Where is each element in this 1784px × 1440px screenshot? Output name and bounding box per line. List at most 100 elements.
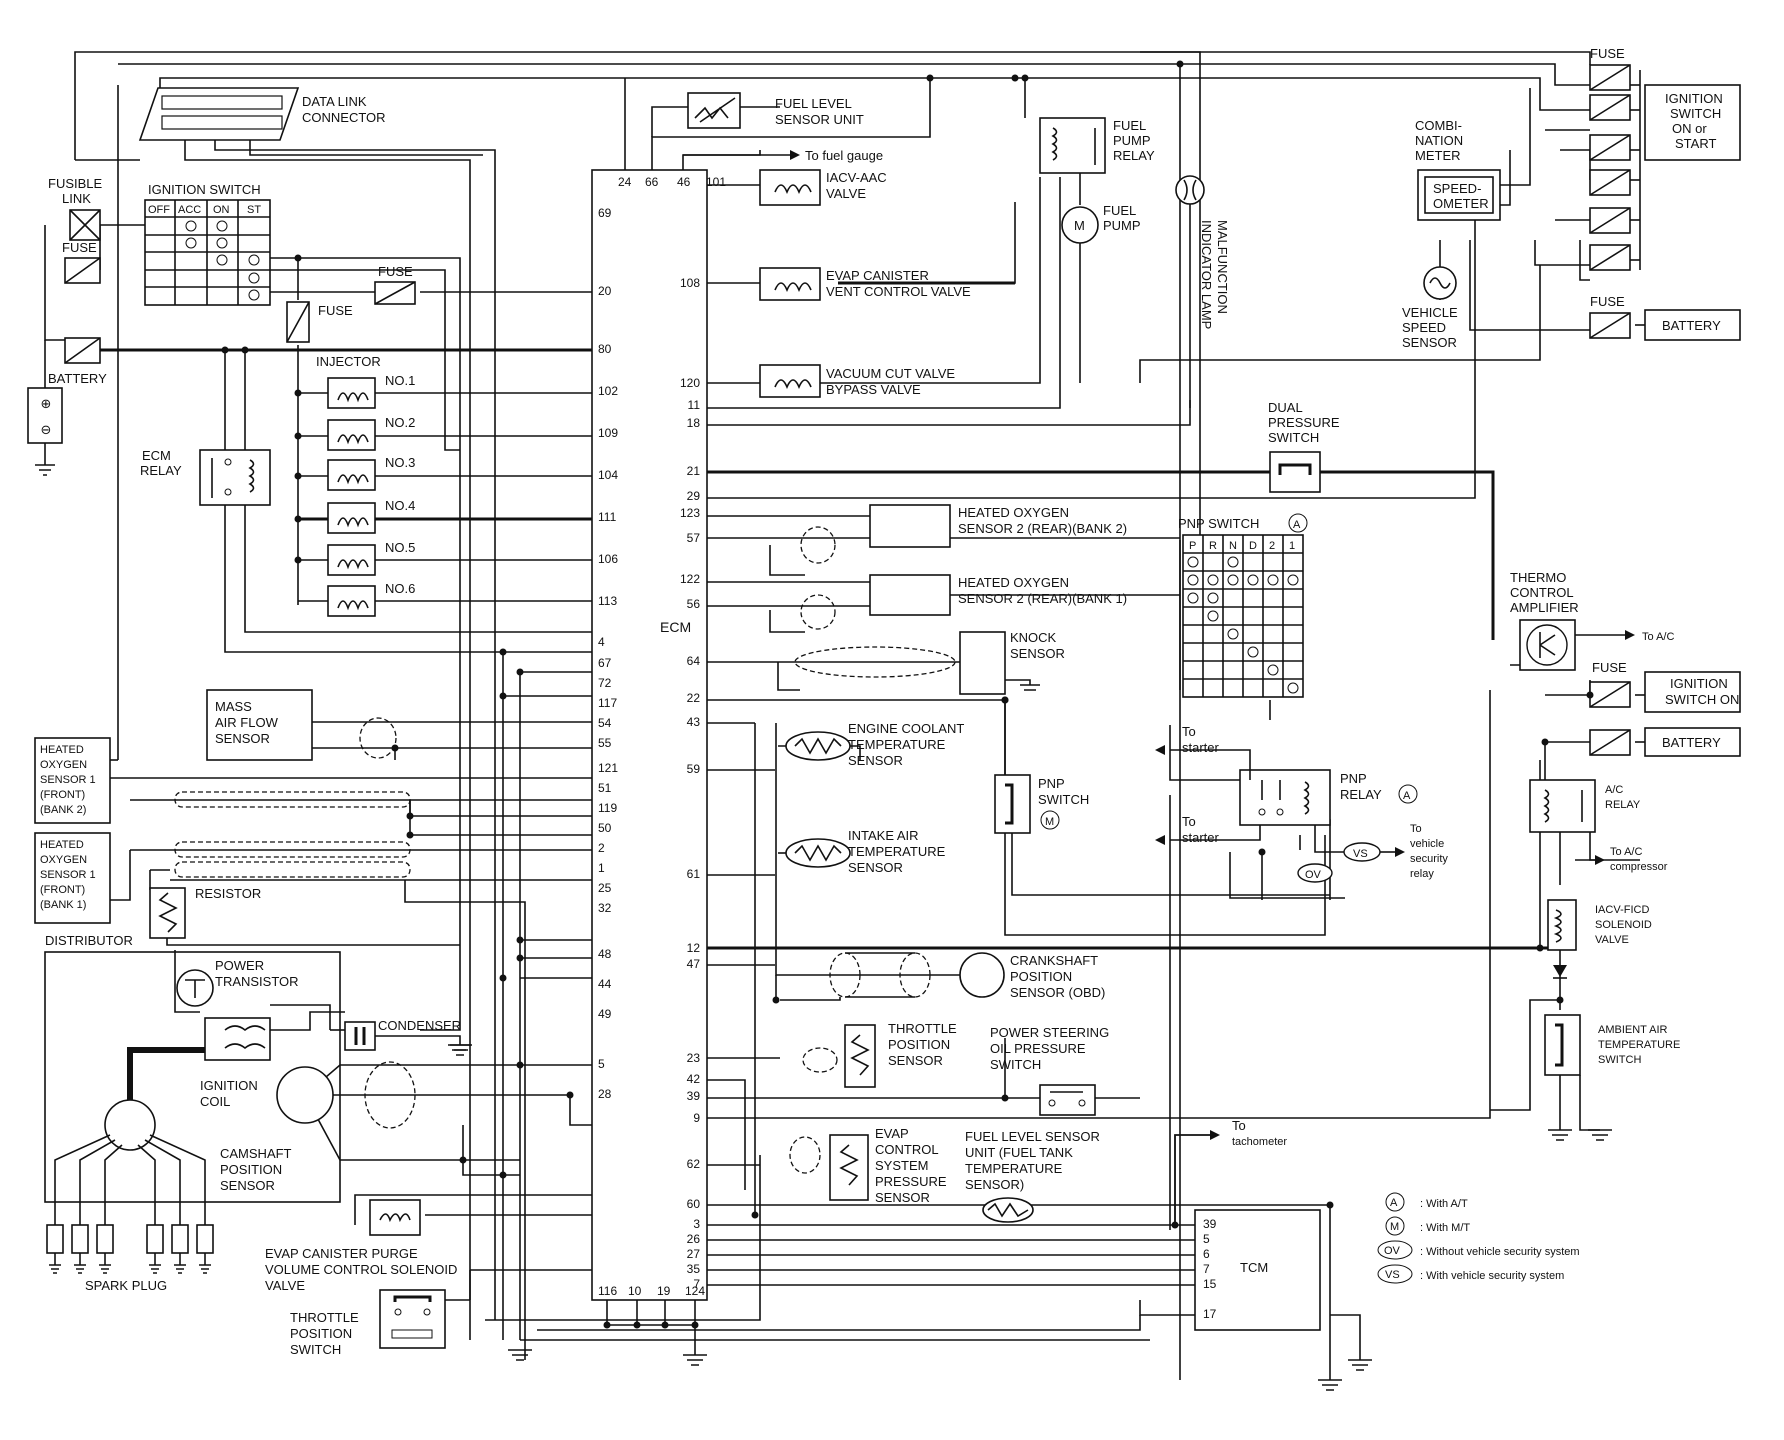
- power-transistor-l2: TRANSISTOR: [215, 974, 299, 989]
- ecm-pin-right-10: 64: [687, 654, 701, 668]
- pump-motor-icon: M: [1074, 218, 1085, 233]
- right-fuse-battery-label: FUSE: [1590, 294, 1625, 309]
- fuse-main-label: FUSE: [62, 240, 97, 255]
- ect-l1: ENGINE COOLANT: [848, 721, 964, 736]
- ign-on-l1: IGNITION: [1670, 676, 1728, 691]
- ecm-box: ECM: [591, 169, 708, 1301]
- ho2s1-bank2-l5: (BANK 2): [40, 804, 86, 816]
- tcm-pin-5: 17: [1203, 1307, 1217, 1321]
- ecm-pin-right-25: 27: [687, 1247, 701, 1261]
- tcm-pin-0: 39: [1203, 1217, 1217, 1231]
- dual-l3: SWITCH: [1268, 430, 1319, 445]
- ground-icon-1: [683, 1354, 707, 1366]
- iacv-ficd-valve: IACV-FICD SOLENOID VALVE: [1547, 899, 1652, 979]
- ho2s1-bank1: HEATED OXYGEN SENSOR 1 (FRONT) (BANK 1): [34, 832, 411, 924]
- to-security-l3: security: [1410, 853, 1448, 865]
- to-fuel-gauge-label: To fuel gauge: [805, 148, 883, 163]
- ecm-pin-right-27: 7: [693, 1277, 700, 1291]
- legend-row-m: M : With M/T: [1385, 1216, 1470, 1236]
- ho2s2-bank2: HEATED OXYGEN SENSOR 2 (REAR)(BANK 2): [800, 504, 1180, 564]
- throttle-switch-l1: THROTTLE: [290, 1310, 359, 1325]
- dual-pressure-switch: DUAL PRESSURE SWITCH: [1268, 400, 1340, 493]
- ecm-pins-left: 6920801021091041111061134677211754551215…: [598, 206, 618, 1101]
- ecm-pin-left-1: 20: [598, 284, 612, 298]
- pnp-col-1: R: [1209, 540, 1217, 552]
- iat-l2: TEMPERATURE: [848, 844, 946, 859]
- ign-pos-st: ST: [247, 204, 261, 216]
- tcm-label: TCM: [1240, 1260, 1268, 1275]
- legend-sym-m: M: [1390, 1221, 1399, 1233]
- pnp-col-5: 1: [1289, 540, 1295, 552]
- speedometer-l1: SPEED-: [1433, 181, 1481, 196]
- ho2s2-bank2-l2: SENSOR 2 (REAR)(BANK 2): [958, 521, 1127, 536]
- ho2s1-bank2-l3: SENSOR 1: [40, 774, 96, 786]
- ho2s1-bank2-l2: OXYGEN: [40, 759, 87, 771]
- ecm-pin-left-13: 54: [598, 716, 612, 730]
- ground-icon-3: [1348, 1359, 1372, 1371]
- evap-purge-l1: EVAP CANISTER PURGE: [265, 1246, 418, 1261]
- to-tacho-l1: To: [1232, 1118, 1246, 1133]
- ho2s1-bank2-l1: HEATED: [40, 744, 84, 756]
- distributor-label: DISTRIBUTOR: [45, 933, 133, 948]
- mil-l2: INDICATOR LAMP: [1199, 220, 1214, 329]
- fuel-pump-l2: PUMP: [1103, 218, 1141, 233]
- fusible-link-label-2: LINK: [62, 191, 91, 206]
- fusible-link: FUSIBLE LINK: [48, 176, 103, 241]
- battery-left: ⊕ ⊖ BATTERY: [27, 371, 107, 476]
- crank-l1: CRANKSHAFT: [1010, 953, 1098, 968]
- fuel-tank-l2: UNIT (FUEL TANK: [965, 1145, 1073, 1160]
- battery-plus-icon: ⊕: [41, 396, 52, 411]
- to-fuel-gauge: To fuel gauge: [683, 148, 883, 163]
- ecm-pin-right-17: 23: [687, 1051, 701, 1065]
- combi-l1: COMBI-: [1415, 118, 1462, 133]
- thermo-amplifier: THERMO CONTROL AMPLIFIER To A/C: [1510, 570, 1674, 671]
- maf-label-1: MASS: [215, 699, 252, 714]
- legend-row-a: A : With A/T: [1385, 1192, 1468, 1212]
- ecm-pin-left-23: 48: [598, 947, 612, 961]
- ecm-pin-left-7: 106: [598, 552, 618, 566]
- ecm-pin-left-16: 51: [598, 781, 612, 795]
- fuse-ign-label: FUSE: [1592, 660, 1627, 675]
- injector-title: INJECTOR: [316, 354, 381, 369]
- to-security-l1: To: [1410, 823, 1422, 835]
- evap-pressure-l4: PRESSURE: [875, 1174, 947, 1189]
- spark-plug-3: [96, 1224, 114, 1254]
- resistor-label: RESISTOR: [195, 886, 261, 901]
- to-tachometer: To tachometer: [1174, 1118, 1287, 1225]
- ecm-pin-left-21: 25: [598, 881, 612, 895]
- throttle-position-sensor: THROTTLE POSITION SENSOR: [802, 1021, 957, 1088]
- legend-text-m: : With M/T: [1420, 1222, 1470, 1234]
- ecm-pin-left-25: 49: [598, 1007, 612, 1021]
- ecm-pin-left-26: 5: [598, 1057, 605, 1071]
- evap-pressure-l2: CONTROL: [875, 1142, 939, 1157]
- ignition-coil-l2: COIL: [200, 1094, 230, 1109]
- ignition-switch-on-box: FUSE IGNITION SWITCH ON: [1589, 660, 1741, 713]
- to-ac-comp-l1: To A/C: [1610, 846, 1642, 858]
- ecm-pin-left-27: 28: [598, 1087, 612, 1101]
- ecm-pin-top-0: 24: [618, 175, 632, 189]
- thermo-l3: AMPLIFIER: [1510, 600, 1579, 615]
- ecm-pin-left-8: 113: [598, 594, 617, 608]
- data-link-connector: DATA LINK CONNECTOR: [138, 87, 386, 141]
- pnp-col-2: N: [1229, 540, 1237, 552]
- ground-icon-0: [508, 1349, 532, 1361]
- ign-on-start-l3: ON or: [1672, 121, 1707, 136]
- legend-text-ov: : Without vehicle security system: [1420, 1246, 1580, 1258]
- fuel-tank-l3: TEMPERATURE: [965, 1161, 1063, 1176]
- ecm-pin-left-5: 104: [598, 468, 618, 482]
- pnp-switch-mt-l1: PNP: [1038, 776, 1065, 791]
- camshaft-l1: CAMSHAFT: [220, 1146, 292, 1161]
- right-fuse-label: FUSE: [1590, 46, 1625, 61]
- crank-l2: POSITION: [1010, 969, 1072, 984]
- evap-purge-l2: VOLUME CONTROL SOLENOID: [265, 1262, 457, 1277]
- ho2s2-bank2-l1: HEATED OXYGEN: [958, 505, 1069, 520]
- fuse-battery: [64, 337, 101, 364]
- thermo-l1: THERMO: [1510, 570, 1566, 585]
- crankshaft-sensor: CRANKSHAFT POSITION SENSOR (OBD): [780, 952, 1105, 1001]
- to-security-l4: relay: [1410, 868, 1434, 880]
- pnp-relay: PNP RELAY A To starter To starter: [1155, 724, 1418, 845]
- ecm-pin-right-20: 9: [693, 1111, 700, 1125]
- vss-l2: SPEED: [1402, 320, 1446, 335]
- fuse-pin20-label: FUSE: [378, 264, 413, 279]
